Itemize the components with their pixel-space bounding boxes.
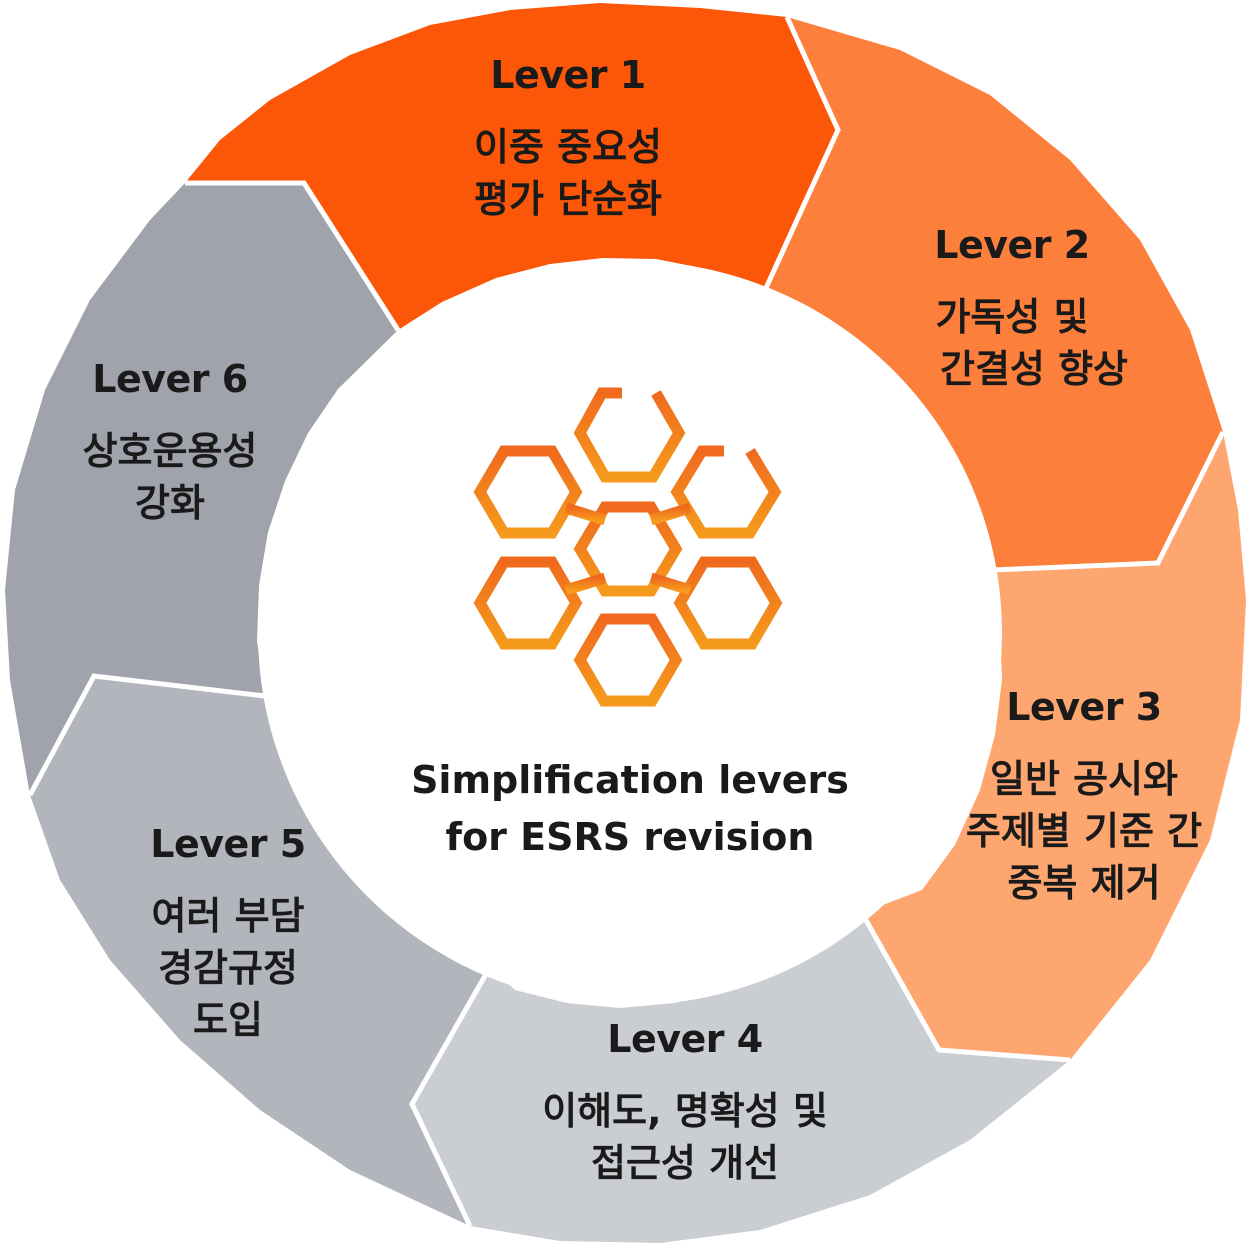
lever-6-desc-line-2: 강화: [135, 481, 205, 525]
lever-2-segment: [766, 17, 1223, 570]
segment-separators: [27, 15, 1226, 1228]
lever-1-desc-line-2: 평가 단순화: [474, 177, 662, 221]
center-disc: [258, 261, 1002, 1005]
lever-2-label: Lever 2 가독성 및 간결성 향상: [934, 223, 1128, 391]
center-title-line-2: for ESRS revision: [446, 815, 815, 859]
lever-3-desc-line-3: 중복 제거: [1007, 861, 1160, 905]
lever-4-desc-line-2: 접근성 개선: [591, 1141, 779, 1185]
lever-3-segment: [862, 432, 1246, 1060]
lever-4-title: Lever 4: [607, 1017, 762, 1061]
lever-6-desc-line-1: 상호운용성: [83, 429, 258, 473]
lever-2-desc-line-2: 간결성 향상: [940, 347, 1128, 391]
center-title-line-1: Simplification levers: [411, 758, 849, 802]
hexagon-cluster-icon: [473, 387, 783, 707]
lever-5-segment: [30, 676, 490, 1226]
lever-5-label: Lever 5 여러 부담 경감규정 도입: [150, 822, 306, 1042]
lever-4-label: Lever 4 이해도, 명확성 및 접근성 개선: [542, 1017, 828, 1185]
lever-5-desc-line-1: 여러 부담: [151, 894, 304, 938]
lever-2-desc-line-1: 가독성 및: [935, 295, 1088, 339]
lever-4-desc-line-1: 이해도, 명확성 및: [542, 1089, 828, 1133]
lever-4-segment: [412, 913, 1070, 1243]
lever-5-title: Lever 5: [150, 822, 305, 866]
lever-6-label: Lever 6 상호운용성 강화: [83, 357, 258, 525]
lever-3-label: Lever 3 일반 공시와 주제별 기준 간 중복 제거: [966, 685, 1202, 905]
lever-5-desc-line-3: 도입: [193, 998, 263, 1042]
lever-2-title: Lever 2: [934, 223, 1089, 267]
lever-5-desc-line-2: 경감규정: [158, 946, 298, 990]
lever-3-desc-line-1: 일반 공시와: [990, 757, 1178, 801]
lever-6-title: Lever 6: [92, 357, 247, 401]
lever-3-desc-line-2: 주제별 기준 간: [966, 809, 1202, 853]
lever-1-title: Lever 1: [490, 53, 645, 97]
lever-1-label: Lever 1 이중 중요성 평가 단순화: [474, 53, 662, 221]
lever-3-title: Lever 3: [1006, 685, 1161, 729]
lever-6-segment: [5, 183, 398, 795]
lever-1-desc-line-1: 이중 중요성: [474, 125, 662, 169]
